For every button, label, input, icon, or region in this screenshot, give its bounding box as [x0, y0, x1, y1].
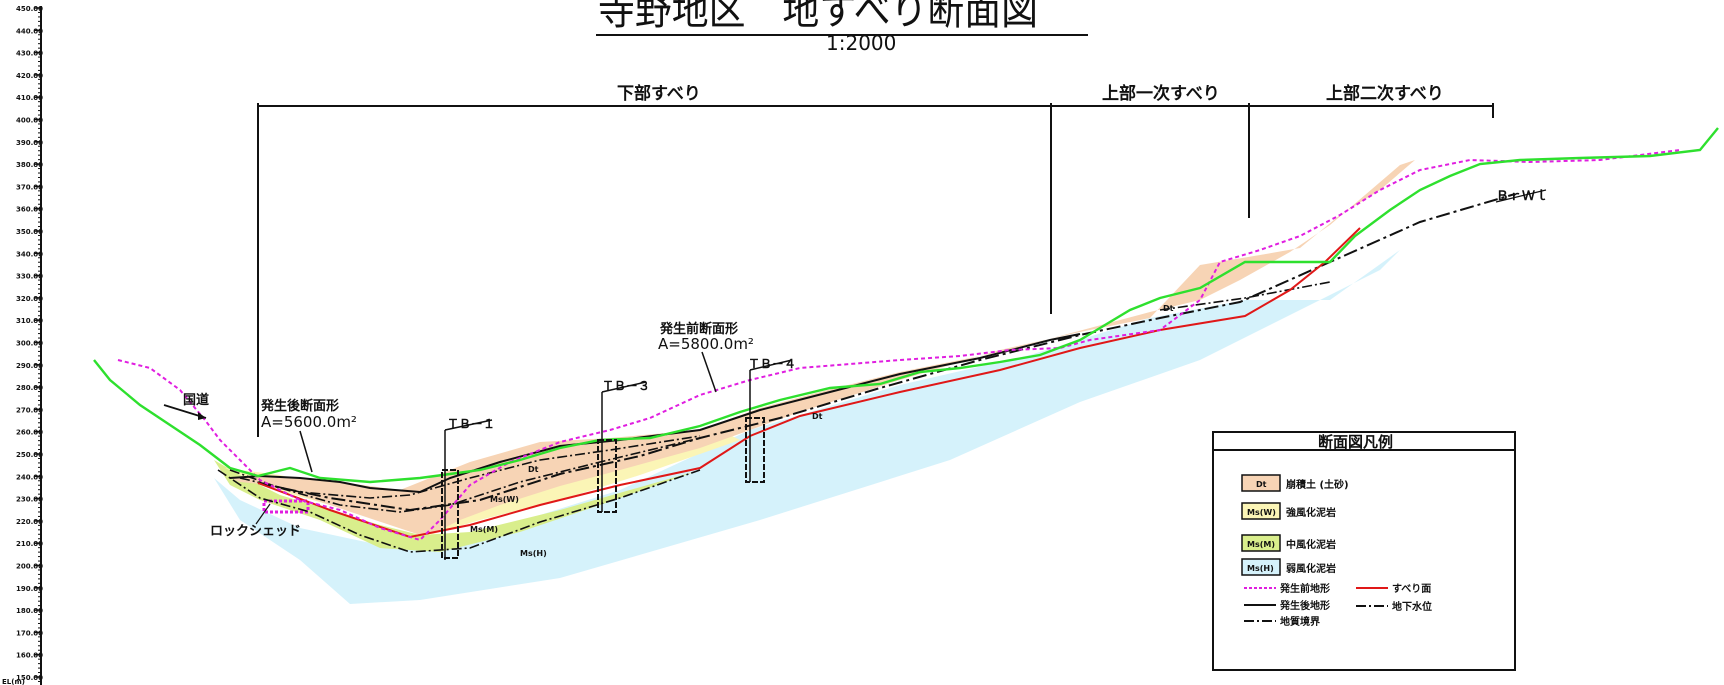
legend-code-msw: Ms(W) [1247, 508, 1276, 517]
axis-tick-label: 280.00 [16, 384, 43, 392]
section-brackets [257, 103, 1494, 437]
axis-tick-label: 420.00 [16, 72, 43, 80]
axis-tick-label: 350.00 [16, 228, 43, 236]
axis-tick-label: 170.00 [16, 629, 43, 637]
section-label-lower: 下部すべり [617, 83, 701, 104]
section-label-upper-primary: 上部一次すべり [1102, 83, 1220, 104]
axis-tick-label: 330.00 [16, 273, 43, 281]
axis-tick-label: 370.00 [16, 183, 43, 191]
legend: 断面図凡例 Dt 崩積土 (土砂) Ms(W) 強風化泥岩 Ms(M) 中風化泥… [1212, 431, 1516, 671]
legend-code-dt: Dt [1256, 480, 1267, 489]
axis-tick-label: 220.00 [16, 518, 43, 526]
axis-tick-label: 320.00 [16, 295, 43, 303]
axis-tick-label: 440.00 [16, 27, 43, 35]
section-label-upper-secondary: 上部二次すべり [1326, 83, 1444, 104]
axis-tick-label: 210.00 [16, 540, 43, 548]
axis-tick-label: 450.00 [16, 5, 43, 13]
axis-tick-label: 400.00 [16, 117, 43, 125]
legend-text-msm: 中風化泥岩 [1286, 538, 1336, 551]
axis-tick-label: 230.00 [16, 496, 43, 504]
axis-tick-label: 250.00 [16, 451, 43, 459]
legend-swatch-msw [1241, 502, 1281, 520]
axis-tick-label: 150.00 [16, 674, 43, 682]
pre-event-surface-line [117, 149, 1681, 542]
axis-tick-label: 410.00 [16, 94, 43, 102]
geo-label-dt-left: Dt [528, 465, 539, 474]
annotation-rock-shed: ロックシェッド [210, 524, 301, 539]
legend-text-dt: 崩積土 (土砂) [1286, 478, 1349, 491]
legend-text-slip: すべり面 [1392, 583, 1431, 595]
borehole-tb3 [597, 381, 647, 513]
geo-label-ms-w: Ms(W) [490, 495, 519, 504]
axis-tick-label: 270.00 [16, 406, 43, 414]
axis-tick-label: 160.00 [16, 652, 43, 660]
axis-tick-label: 290.00 [16, 362, 43, 370]
legend-text-pre: 発生前地形 [1279, 582, 1330, 595]
legend-code-msh: Ms(H) [1247, 564, 1274, 573]
legend-title: 断面図凡例 [1318, 433, 1393, 451]
figure-scale: 1:2000 [826, 31, 896, 55]
arrow-head-icon [198, 412, 206, 420]
legend-text-groundwater: 地下水位 [1392, 600, 1432, 613]
layer-dt [230, 160, 1415, 535]
axis-tick-label: 180.00 [16, 607, 43, 615]
annotation-upper-right-leader [1495, 189, 1547, 203]
after-event-surface-green [93, 127, 1719, 484]
figure-title: 寺野地区 地すべり断面図 [598, 0, 1038, 34]
slip-surface-line [257, 227, 1361, 539]
annotation-before-leader [701, 351, 717, 393]
legend-code-msm: Ms(M) [1247, 540, 1275, 549]
legend-swatch-msh [1241, 558, 1281, 576]
axis-tick-label: 260.00 [16, 429, 43, 437]
annotation-before-area: A=5800.0m² [658, 335, 754, 353]
axis-tick-label: 360.00 [16, 206, 43, 214]
geo-label-ms-h: Ms(H) [520, 549, 547, 558]
annotation-after-heading: 発生後断面形 [260, 398, 339, 414]
geo-label-dt-upper: Dt [1163, 304, 1174, 313]
axis-tick-label: 200.00 [16, 563, 43, 571]
axis-tick-label: 430.00 [16, 50, 43, 58]
layer-ms-m [214, 460, 700, 552]
axis-tick-label: 300.00 [16, 340, 43, 348]
legend-text-msh: 弱風化泥岩 [1286, 562, 1336, 575]
annotation-river: 国道 [183, 392, 209, 408]
rock-shed-hatch [262, 499, 310, 514]
borehole-label-tb4: ＴＢ－４ [748, 357, 796, 371]
axis-tick-label: 390.00 [16, 139, 43, 147]
legend-swatch-msm [1241, 534, 1281, 552]
borehole-tb1 [441, 419, 493, 560]
axis-unit-label: EL(m) [2, 678, 25, 685]
axis-tick-label: 190.00 [16, 585, 43, 593]
legend-text-after: 発生後地形 [1279, 599, 1330, 612]
axis-tick-label: 310.00 [16, 317, 43, 325]
borehole-label-tb1: ＴＢ－１ [447, 417, 495, 431]
annotation-after-leader [299, 430, 313, 473]
annotation-rock-shed-leader [255, 503, 271, 525]
groundwater-line [257, 193, 1516, 512]
legend-text-msw: 強風化泥岩 [1286, 506, 1336, 519]
legend-text-boundary: 地質境界 [1280, 615, 1320, 628]
geo-label-ms-m: Ms(M) [470, 525, 498, 534]
axis-tick-label: 240.00 [16, 473, 43, 481]
axis-tick-label: 340.00 [16, 250, 43, 258]
legend-swatch-dt [1241, 474, 1281, 492]
borehole-label-tb3: ＴＢ－３ [602, 379, 650, 393]
elevation-axis: 450.00 440.00 430.00 420.00 410.00 400.00 390.… [2, 5, 43, 685]
borehole-tb4 [745, 359, 793, 483]
annotation-before-heading: 発生前断面形 [659, 321, 738, 337]
geo-label-dt-mid: Dt [812, 412, 823, 421]
axis-tick-label: 380.00 [16, 161, 43, 169]
annotation-after-area: A=5600.0m² [261, 413, 357, 431]
after-event-surface-black [229, 333, 1081, 494]
